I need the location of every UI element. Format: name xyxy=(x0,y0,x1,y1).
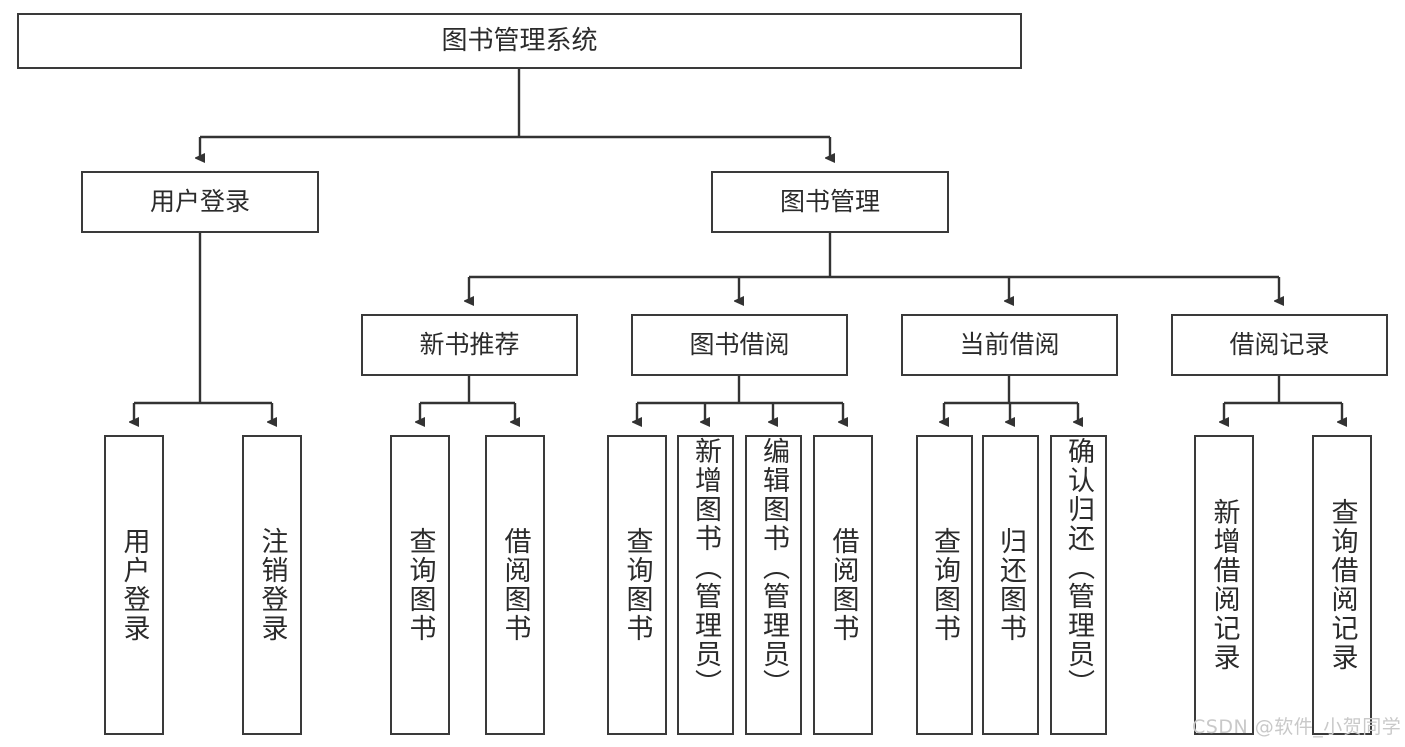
node-book-borrow-label: 图书借阅 xyxy=(689,330,790,360)
node-leaf-user-login-label: 用户登录 xyxy=(118,527,150,643)
node-leaf-edit-book-label: 编辑图书（管理员） xyxy=(758,437,789,698)
node-leaf-query-book-1-label: 查询图书 xyxy=(404,527,436,643)
node-leaf-add-borrow-record-label: 新增借阅记录 xyxy=(1208,498,1240,672)
node-leaf-borrow-book-1-label: 借阅图书 xyxy=(499,527,531,643)
node-leaf-add-book-label: 新增图书（管理员） xyxy=(690,437,721,698)
node-leaf-query-book-3[interactable]: 查询图书 xyxy=(916,435,973,735)
node-leaf-confirm-return[interactable]: 确认归还（管理员） xyxy=(1050,435,1107,735)
node-leaf-return-book-label: 归还图书 xyxy=(995,527,1026,643)
node-book-manage[interactable]: 图书管理 xyxy=(711,171,949,233)
node-borrow-record-label: 借阅记录 xyxy=(1229,330,1330,360)
node-leaf-query-book-3-label: 查询图书 xyxy=(929,527,960,643)
node-book-manage-label: 图书管理 xyxy=(779,187,880,217)
node-current-borrow[interactable]: 当前借阅 xyxy=(901,314,1118,376)
node-root[interactable]: 图书管理系统 xyxy=(17,13,1022,69)
node-root-label: 图书管理系统 xyxy=(441,25,598,56)
node-new-book-recommend[interactable]: 新书推荐 xyxy=(361,314,578,376)
node-leaf-add-borrow-record[interactable]: 新增借阅记录 xyxy=(1194,435,1254,735)
node-user-login-label: 用户登录 xyxy=(149,187,250,217)
node-new-book-recommend-label: 新书推荐 xyxy=(419,330,520,360)
node-leaf-logout-login[interactable]: 注销登录 xyxy=(242,435,302,735)
node-leaf-add-book[interactable]: 新增图书（管理员） xyxy=(677,435,734,735)
node-leaf-logout-login-label: 注销登录 xyxy=(256,527,288,643)
node-leaf-borrow-book-2-label: 借阅图书 xyxy=(827,527,859,643)
node-leaf-borrow-book-2[interactable]: 借阅图书 xyxy=(813,435,873,735)
node-leaf-query-book-2[interactable]: 查询图书 xyxy=(607,435,667,735)
node-leaf-query-book-1[interactable]: 查询图书 xyxy=(390,435,450,735)
node-leaf-edit-book[interactable]: 编辑图书（管理员） xyxy=(745,435,802,735)
node-leaf-user-login[interactable]: 用户登录 xyxy=(104,435,164,735)
node-leaf-borrow-book-1[interactable]: 借阅图书 xyxy=(485,435,545,735)
node-current-borrow-label: 当前借阅 xyxy=(959,330,1060,360)
node-book-borrow[interactable]: 图书借阅 xyxy=(631,314,848,376)
node-leaf-query-borrow-record[interactable]: 查询借阅记录 xyxy=(1312,435,1372,735)
csdn-watermark: CSDN @软件_小贺同学 xyxy=(1192,716,1402,738)
node-leaf-query-book-2-label: 查询图书 xyxy=(621,527,653,643)
node-leaf-confirm-return-label: 确认归还（管理员） xyxy=(1063,437,1094,698)
node-borrow-record[interactable]: 借阅记录 xyxy=(1171,314,1388,376)
node-leaf-return-book[interactable]: 归还图书 xyxy=(982,435,1039,735)
node-leaf-query-borrow-record-label: 查询借阅记录 xyxy=(1326,498,1358,672)
node-user-login[interactable]: 用户登录 xyxy=(81,171,319,233)
